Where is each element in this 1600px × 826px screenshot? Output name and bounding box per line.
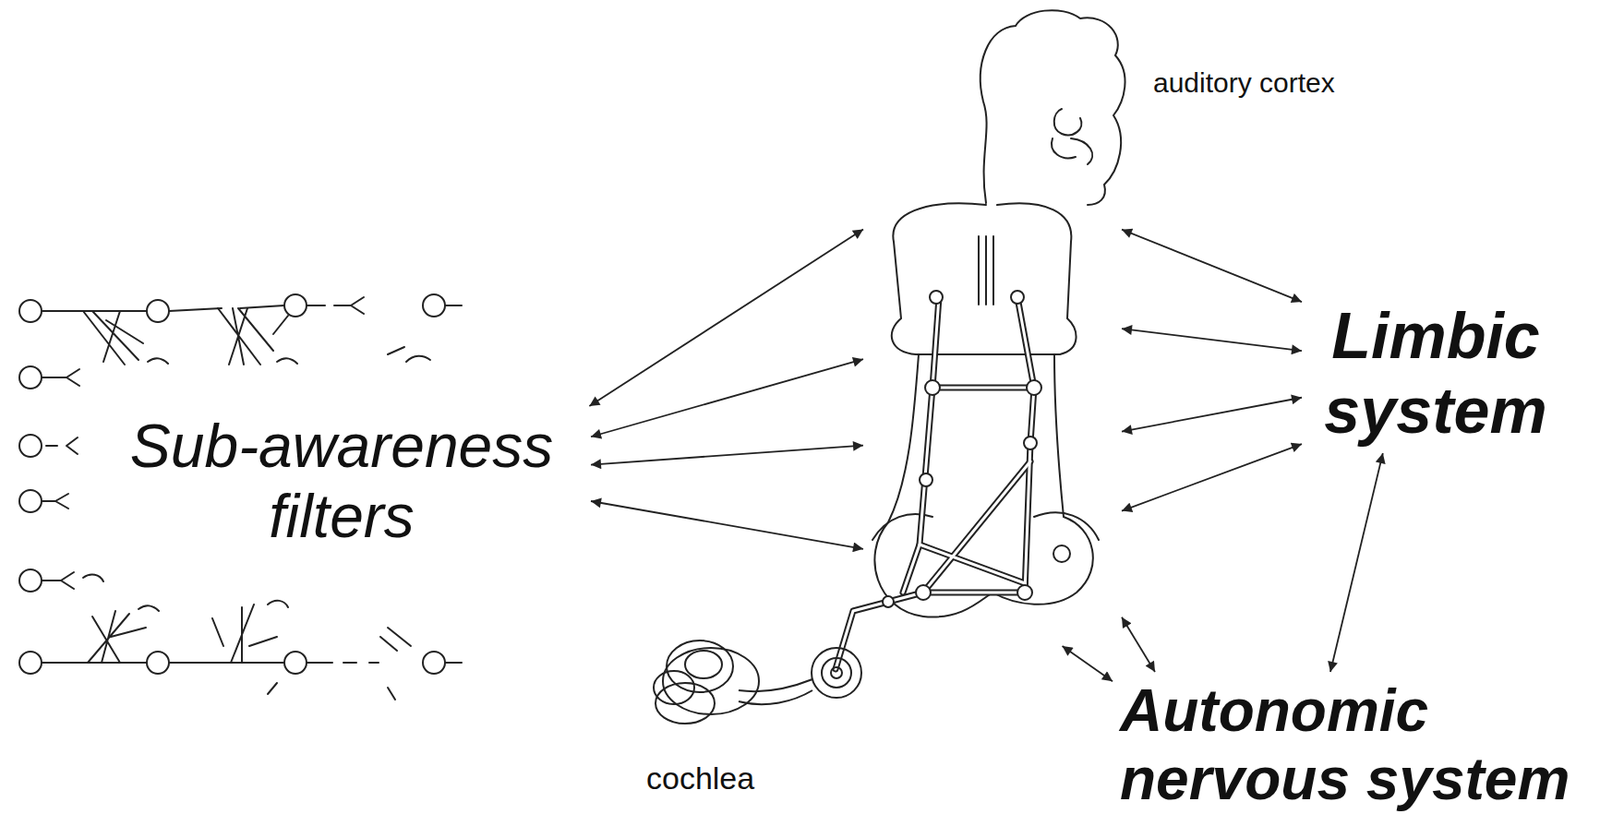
autonomic-block: Autonomic nervous system (1112, 672, 1588, 819)
double-arrow (1121, 444, 1302, 512)
double-arrow (1121, 229, 1302, 302)
node-text: Sub-awareness filters (99, 411, 584, 553)
cochlea-drawing (653, 640, 862, 724)
double-arrow (1330, 453, 1384, 673)
node-text: auditory cortex (1153, 67, 1336, 100)
double-arrow (1121, 397, 1302, 433)
filter-block: Sub-awareness filters (92, 406, 591, 558)
auditory-pathway (835, 290, 1071, 670)
double-arrow (1121, 617, 1155, 673)
double-arrow (1121, 328, 1302, 351)
brain-outline (872, 10, 1126, 617)
part-label: cochlea (646, 760, 755, 797)
double-arrow (590, 501, 864, 550)
double-arrow (589, 228, 864, 407)
double-arrow (1062, 646, 1113, 682)
limbic-block: Limbic system (1301, 293, 1570, 454)
node-text: Autonomic nervous system (1119, 677, 1581, 814)
brain-pathway-region: auditory cortex (863, 13, 1122, 647)
node-text: Limbic system (1309, 299, 1563, 448)
double-arrow (590, 445, 864, 466)
double-arrow (590, 359, 864, 437)
